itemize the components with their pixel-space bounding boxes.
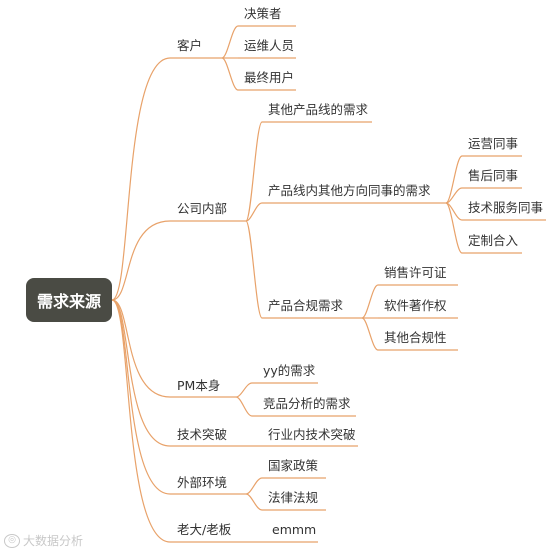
node-customer-item[interactable]: 决策者 xyxy=(244,6,282,21)
node-colleague-item[interactable]: 定制合入 xyxy=(468,233,519,248)
root-connector xyxy=(111,57,171,301)
root-connector xyxy=(111,299,171,398)
node-boss[interactable]: 老大/老板 xyxy=(177,522,232,537)
node-pm-item[interactable]: 竞品分析的需求 xyxy=(263,396,351,411)
node-tech[interactable]: 技术突破 xyxy=(177,427,228,442)
node-tech-item[interactable]: 行业内技术突破 xyxy=(268,427,356,442)
node-customer-item[interactable]: 最终用户 xyxy=(244,70,295,85)
watermark: ◎ 大数据分析 xyxy=(4,532,83,549)
node-pm[interactable]: PM本身 xyxy=(177,378,221,393)
node-internal[interactable]: 公司内部 xyxy=(177,201,228,216)
node-internal-colleagues[interactable]: 产品线内其他方向同事的需求 xyxy=(268,183,431,198)
root-label: 需求来源 xyxy=(36,292,101,311)
internal-connector xyxy=(245,202,263,222)
node-external-item[interactable]: 法律法规 xyxy=(268,490,319,505)
node-external-item[interactable]: 国家政策 xyxy=(268,458,319,473)
root-connector xyxy=(111,220,171,301)
internal-connector xyxy=(245,220,263,319)
node-compliance[interactable]: 产品合规需求 xyxy=(268,298,344,313)
pm-connector xyxy=(235,396,253,417)
node-colleague-item[interactable]: 运营同事 xyxy=(468,136,519,151)
node-compliance-item[interactable]: 销售许可证 xyxy=(384,265,447,280)
node-compliance-item[interactable]: 其他合规性 xyxy=(384,330,447,345)
watermark-logo-icon: ◎ xyxy=(4,533,20,548)
node-customer[interactable]: 客户 xyxy=(177,38,203,53)
internal-connector xyxy=(245,121,263,222)
customer-connector xyxy=(221,25,239,59)
node-colleague-item[interactable]: 技术服务同事 xyxy=(468,200,544,215)
colleague-connector xyxy=(445,187,463,204)
colleague-connector xyxy=(445,202,463,254)
compliance-connector xyxy=(361,317,379,351)
node-pm-item[interactable]: yy的需求 xyxy=(263,363,316,378)
compliance-connector xyxy=(361,284,379,319)
node-boss-item[interactable]: emmm xyxy=(272,522,317,537)
root-node[interactable]: 需求来源 xyxy=(26,278,112,322)
watermark-text: 大数据分析 xyxy=(23,534,84,548)
pm-connector xyxy=(235,382,253,398)
external-connector xyxy=(245,477,263,495)
root-connector xyxy=(111,299,171,543)
customer-connector xyxy=(221,57,239,91)
node-internal-other-lines[interactable]: 其他产品线的需求 xyxy=(268,102,369,117)
node-external[interactable]: 外部环境 xyxy=(177,475,228,490)
root-connector xyxy=(111,299,171,495)
node-compliance-item[interactable]: 软件著作权 xyxy=(384,298,447,313)
node-customer-item[interactable]: 运维人员 xyxy=(244,38,295,53)
root-connector xyxy=(111,299,171,447)
colleague-connector xyxy=(445,155,463,204)
node-colleague-item[interactable]: 售后同事 xyxy=(468,168,519,183)
external-connector xyxy=(245,493,263,511)
